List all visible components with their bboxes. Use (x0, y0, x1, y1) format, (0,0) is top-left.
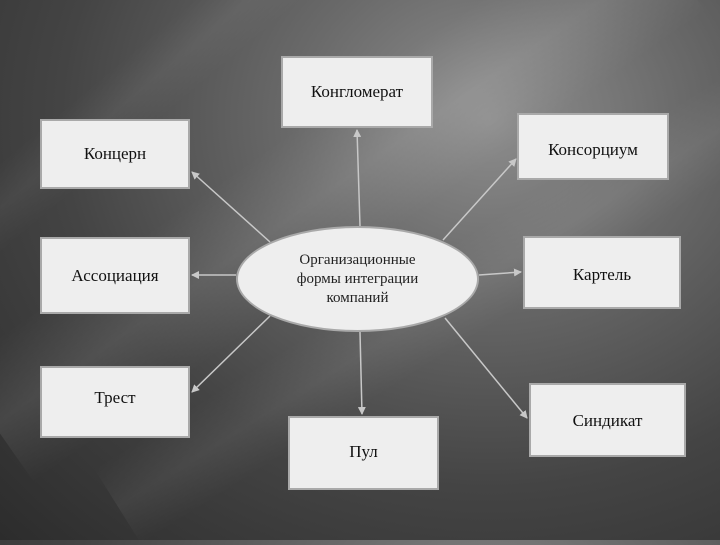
connector-konglomerat (353, 129, 362, 227)
connector-trest (191, 315, 271, 393)
connector-pul (357, 331, 366, 415)
node-sindikat: Синдикат (529, 383, 686, 457)
connector-sindikat (444, 317, 528, 419)
node-kartel: Картель (523, 236, 681, 309)
node-label: Ассоциация (71, 265, 159, 285)
node-label: Трест (94, 388, 136, 407)
node-label: Концерн (83, 144, 147, 163)
node-label: Пул (349, 441, 378, 461)
node-label: Синдикат (572, 411, 643, 430)
connector-kartel (478, 268, 522, 277)
node-label: Картель (572, 265, 632, 284)
node-koncern: Концерн (40, 119, 190, 189)
node-associacia: Ассоциация (40, 237, 190, 314)
node-pul: Пул (288, 416, 439, 490)
connector-konsorcium (442, 158, 517, 241)
central-node: Организационные формы интеграции компани… (236, 226, 479, 332)
connector-koncern (191, 171, 271, 243)
node-label: Конгломерат (310, 82, 404, 101)
node-trest: Трест (40, 366, 190, 438)
node-konglomerat: Конгломерат (281, 56, 433, 128)
node-konsorcium: Консорциум (517, 113, 669, 180)
node-label: Консорциум (548, 140, 638, 159)
